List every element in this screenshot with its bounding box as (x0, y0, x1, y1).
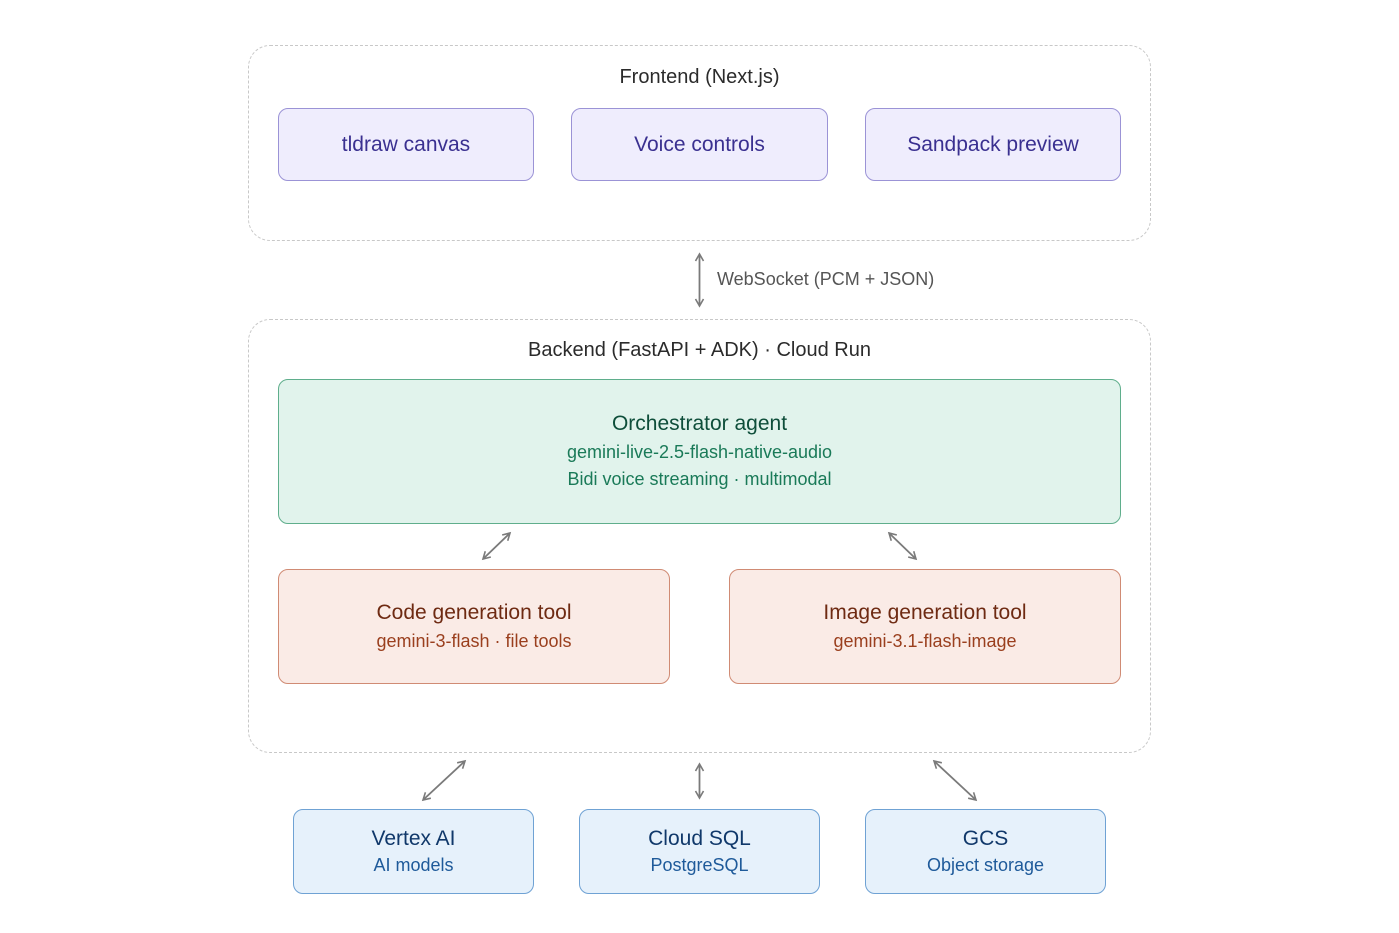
cloud-sql-box[interactable]: Cloud SQL PostgreSQL (579, 809, 820, 894)
gcs-box[interactable]: GCS Object storage (865, 809, 1106, 894)
websocket-label: WebSocket (PCM + JSON) (717, 269, 935, 289)
code-tool-title: Code generation tool (376, 600, 572, 624)
voice-controls-label: Voice controls (634, 133, 765, 156)
vertex-ai-box[interactable]: Vertex AI AI models (293, 809, 534, 894)
orchestrator-capabilities: Bidi voice streaming · multimodal (567, 469, 832, 489)
backend-gcs-arrow (932, 759, 978, 802)
frontend-title: Frontend (Next.js) (619, 66, 780, 88)
orchestrator-title: Orchestrator agent (611, 412, 788, 435)
code-tool-subtitle: gemini-3-flash · file tools (376, 630, 572, 651)
sandpack-preview-label: Sandpack preview (907, 133, 1079, 156)
vertex-ai-subtitle: AI models (373, 854, 454, 875)
image-tool-title: Image generation tool (823, 600, 1027, 624)
vertex-ai-title: Vertex AI (371, 826, 456, 850)
sandpack-preview-box[interactable]: Sandpack preview (865, 108, 1121, 181)
gcs-subtitle: Object storage (926, 854, 1045, 875)
backend-group: Backend (FastAPI + ADK) · Cloud Run (248, 319, 1151, 753)
cloud-sql-title: Cloud SQL (648, 826, 751, 850)
image-tool-subtitle: gemini-3.1-flash-image (833, 630, 1017, 651)
image-generation-tool-box[interactable]: Image generation tool gemini-3.1-flash-i… (729, 569, 1121, 684)
tldraw-canvas-box[interactable]: tldraw canvas (278, 108, 534, 181)
code-generation-tool-box[interactable]: Code generation tool gemini-3-flash · fi… (278, 569, 670, 684)
orchestrator-model: gemini-live-2.5-flash-native-audio (566, 442, 833, 462)
orchestrator-agent-box[interactable]: Orchestrator agent gemini-live-2.5-flash… (278, 379, 1121, 524)
orchestrator-code-arrow (481, 531, 512, 561)
backend-title: Backend (FastAPI + ADK) · Cloud Run (528, 339, 871, 361)
cloud-sql-subtitle: PostgreSQL (650, 854, 749, 875)
gcs-title: GCS (962, 826, 1009, 850)
voice-controls-box[interactable]: Voice controls (571, 108, 828, 181)
backend-vertex-arrow (421, 759, 467, 802)
tldraw-canvas-label: tldraw canvas (341, 133, 471, 156)
frontend-group: Frontend (Next.js) (248, 45, 1151, 241)
orchestrator-image-arrow (887, 531, 918, 561)
